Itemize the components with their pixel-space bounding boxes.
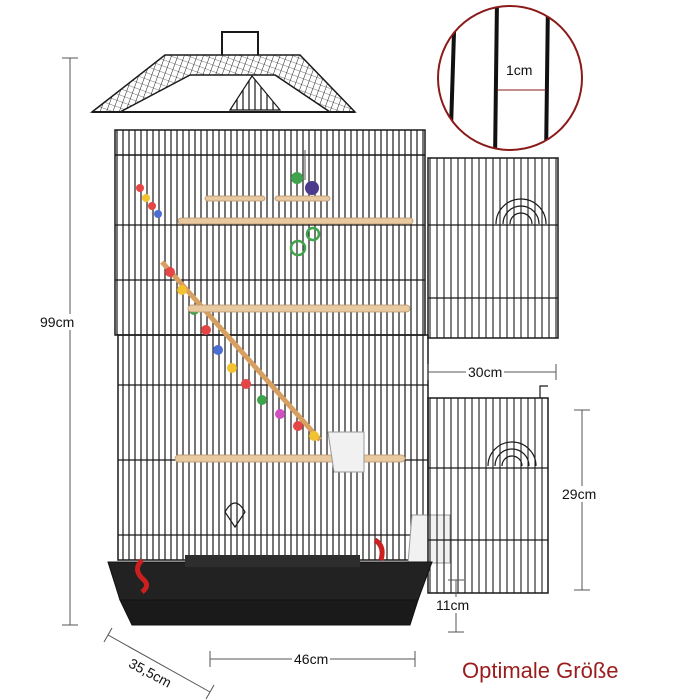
depth-dimension xyxy=(103,627,215,700)
hanging-toy xyxy=(289,150,321,257)
door-height-label: 29cm xyxy=(560,486,599,502)
cage-tray xyxy=(107,537,433,626)
tray-clip-left xyxy=(135,558,150,594)
cage-roof xyxy=(89,31,357,113)
door-width-label: 30cm xyxy=(466,364,505,380)
tray-height-label: 11cm xyxy=(434,597,472,613)
lower-door xyxy=(427,385,549,594)
upper-door xyxy=(427,157,559,339)
bead-ladder xyxy=(160,260,322,442)
cage-lower-section xyxy=(117,334,429,561)
tray-clip-right xyxy=(373,537,385,561)
bar-spacing-zoom-circle xyxy=(437,5,583,151)
height-label: 99cm xyxy=(38,314,77,330)
cage-upper-section xyxy=(114,129,426,336)
height-dimension-line xyxy=(62,57,78,626)
hanging-handle xyxy=(221,31,259,55)
width-label: 46cm xyxy=(292,651,331,667)
caption-optimal-size: Optimale Größe xyxy=(462,658,619,683)
bead-string-toy xyxy=(136,184,162,218)
bar-spacing-label: 1cm xyxy=(504,62,535,78)
